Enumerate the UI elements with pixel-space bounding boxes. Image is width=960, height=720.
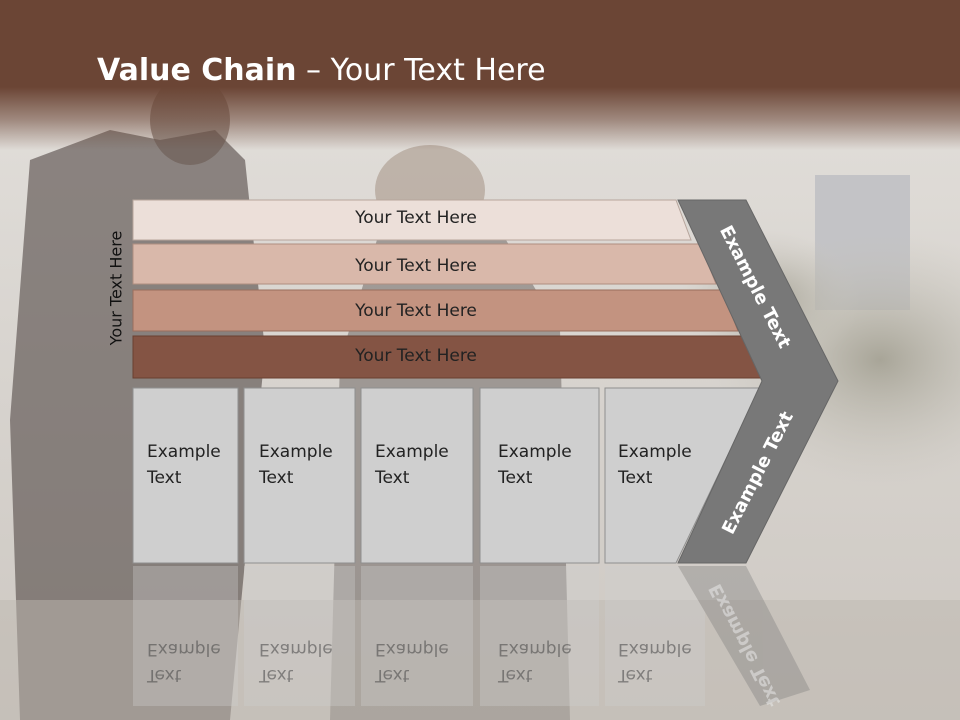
primary-box-1 bbox=[132, 387, 239, 564]
support-bar-2-label: Your Text Here bbox=[355, 256, 477, 276]
support-bar-1-label: Your Text Here bbox=[355, 208, 477, 228]
support-bar-2 bbox=[132, 243, 717, 285]
primary-box-2 bbox=[243, 387, 356, 564]
margin-chevron bbox=[677, 199, 839, 564]
slide-title: Value Chain – Your Text Here bbox=[97, 53, 546, 88]
support-bar-3 bbox=[132, 289, 739, 332]
title-bold: Value Chain bbox=[97, 53, 297, 88]
support-bar-3-label: Your Text Here bbox=[355, 301, 477, 321]
support-bar-1 bbox=[132, 199, 692, 241]
support-bar-4-label: Your Text Here bbox=[355, 346, 477, 366]
title-separator: – bbox=[296, 53, 331, 88]
primary-box-3 bbox=[360, 387, 474, 564]
primary-box-4 bbox=[479, 387, 600, 564]
title-band bbox=[0, 0, 960, 150]
reflection bbox=[133, 566, 810, 706]
title-rest: Your Text Here bbox=[330, 53, 546, 88]
primary-box-5 bbox=[604, 387, 761, 564]
